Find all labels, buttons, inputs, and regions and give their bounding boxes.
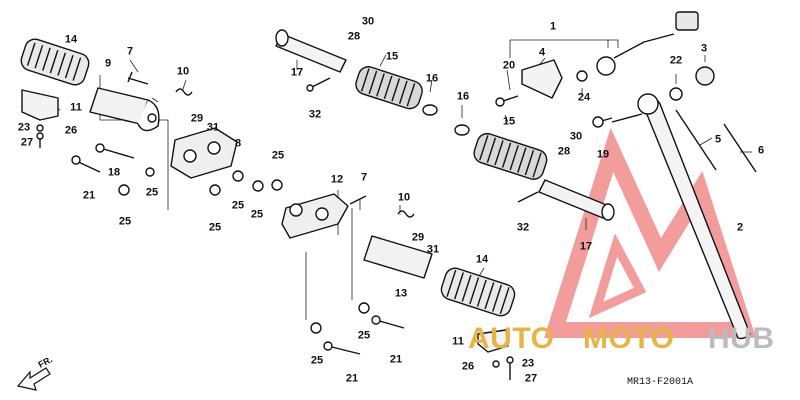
callout-32-top: 32 <box>308 108 322 121</box>
front-arrow-icon <box>16 367 51 391</box>
callout-10-right: 10 <box>397 191 411 204</box>
callout-23-right: 23 <box>521 357 535 370</box>
parts <box>20 11 757 380</box>
callout-17-lower: 17 <box>579 240 593 253</box>
callout-20: 20 <box>502 59 516 72</box>
callout-25-h: 25 <box>357 329 371 342</box>
callout-2: 2 <box>736 221 744 234</box>
watermark-logo <box>544 127 756 338</box>
callout-25-b: 25 <box>145 186 159 199</box>
callout-27-left: 27 <box>20 136 34 149</box>
callout-1: 1 <box>549 20 557 33</box>
callout-25-d: 25 <box>231 199 245 212</box>
callout-19: 19 <box>596 148 610 161</box>
callout-11-left: 11 <box>70 101 82 114</box>
callout-5: 5 <box>714 133 722 146</box>
callout-11-right: 11 <box>452 335 464 348</box>
watermark-text-hub: HUB <box>708 322 775 355</box>
callout-30-lower: 30 <box>569 130 583 143</box>
callout-26-left: 26 <box>64 124 78 137</box>
callout-14-right: 14 <box>475 253 489 266</box>
callout-25-a: 25 <box>118 215 132 228</box>
callout-23-left: 23 <box>17 121 31 134</box>
callout-21-left: 21 <box>82 189 96 202</box>
callout-14-left: 14 <box>64 33 78 46</box>
callout-16-lower: 16 <box>456 90 470 103</box>
callout-6: 6 <box>757 144 765 157</box>
callout-25-e: 25 <box>250 208 264 221</box>
callout-25-g: 25 <box>310 354 324 367</box>
callout-15-lower: 15 <box>502 115 516 128</box>
callout-25-f: 25 <box>271 149 285 162</box>
callout-16-top: 16 <box>425 72 439 85</box>
callout-32-lower: 32 <box>516 221 530 234</box>
callout-31-right: 31 <box>426 243 440 256</box>
callout-30-top: 30 <box>361 15 375 28</box>
callout-15-top: 15 <box>385 50 399 63</box>
callout-7-right: 7 <box>360 171 368 184</box>
callout-7-left: 7 <box>126 45 134 58</box>
callout-18: 18 <box>107 166 121 179</box>
callout-9: 9 <box>104 57 112 70</box>
callout-13: 13 <box>394 287 408 300</box>
diagram-code: MR13-F2001A <box>627 377 694 388</box>
callout-27-right: 27 <box>524 372 538 385</box>
callout-17-top: 17 <box>290 66 304 79</box>
callout-28-top: 28 <box>347 30 361 43</box>
callout-29-left: 29 <box>190 112 204 125</box>
callout-22: 22 <box>669 54 683 67</box>
callout-4: 4 <box>538 46 546 59</box>
callout-28-lower: 28 <box>557 145 571 158</box>
watermark-text-moto: MOTO <box>583 322 675 355</box>
callout-31-left: 31 <box>206 121 220 134</box>
watermark-text-auto: AUTO <box>468 322 555 355</box>
callout-24: 24 <box>577 91 591 104</box>
callout-25-c: 25 <box>208 221 222 234</box>
callout-21-right: 21 <box>389 353 403 366</box>
callout-26-right: 26 <box>461 360 475 373</box>
callout-21-bottom: 21 <box>345 372 359 385</box>
callout-29-right: 29 <box>411 231 425 244</box>
callout-10-left: 10 <box>176 65 190 78</box>
callout-12: 12 <box>330 173 344 186</box>
callout-8: 8 <box>234 137 242 150</box>
callout-3: 3 <box>700 42 708 55</box>
